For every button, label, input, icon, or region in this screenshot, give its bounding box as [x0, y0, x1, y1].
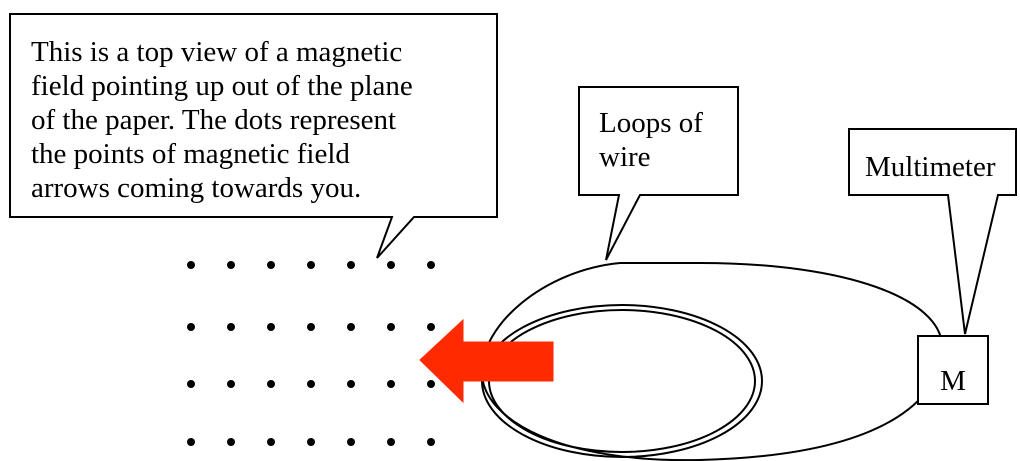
field-dot	[267, 438, 275, 446]
field-dot	[187, 323, 195, 331]
field-description-text: This is a top view of a magnetic field p…	[31, 36, 413, 204]
multimeter-callout-box	[848, 128, 1017, 335]
field-dot	[347, 380, 355, 388]
field-dot	[187, 261, 195, 269]
field-dot	[307, 380, 315, 388]
field-dot	[427, 261, 435, 269]
field-dot	[347, 323, 355, 331]
multimeter-label-text: Multimeter	[865, 151, 996, 183]
field-dot	[307, 261, 315, 269]
multimeter-symbol: M	[940, 365, 966, 397]
field-callout-box	[9, 13, 498, 259]
field-dot	[347, 438, 355, 446]
field-dot	[387, 323, 395, 331]
field-dot	[227, 261, 235, 269]
field-dot	[387, 261, 395, 269]
loops-label-text: Loops of wire	[599, 107, 703, 173]
field-dot	[427, 323, 435, 331]
field-dot	[267, 261, 275, 269]
field-dot	[387, 438, 395, 446]
multimeter-box	[917, 335, 989, 405]
field-dot	[267, 323, 275, 331]
left-arrow-icon	[419, 318, 554, 404]
field-dot	[427, 438, 435, 446]
field-dot	[227, 323, 235, 331]
field-dot	[227, 380, 235, 388]
field-dot	[267, 380, 275, 388]
field-dot	[307, 323, 315, 331]
loops-callout-box	[578, 86, 739, 261]
field-dot	[187, 380, 195, 388]
magnetic-field-dots	[187, 261, 435, 446]
field-dot	[387, 380, 395, 388]
field-dot	[187, 438, 195, 446]
field-dot	[347, 261, 355, 269]
field-dot	[227, 438, 235, 446]
field-dot	[427, 380, 435, 388]
field-dot	[307, 438, 315, 446]
